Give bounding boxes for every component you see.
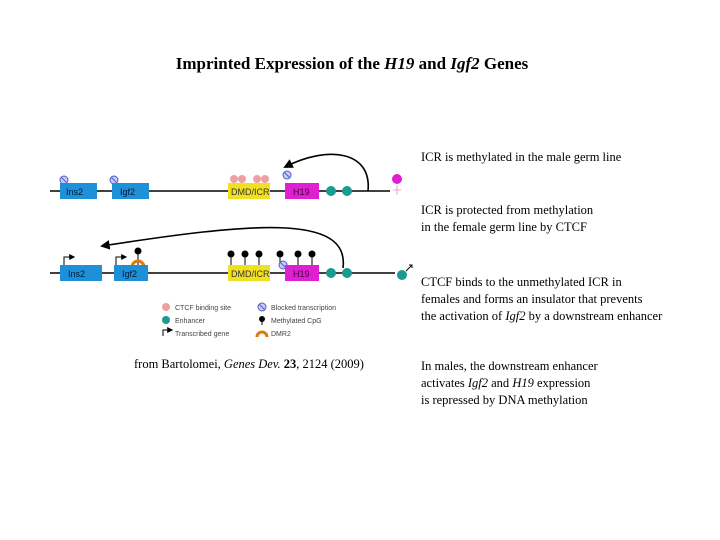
methyl-cpg-icon: [255, 250, 263, 265]
gene-label: Ins2: [66, 187, 83, 197]
transcription-arrow: [115, 254, 128, 265]
legend-dmr2-label: DMR2: [271, 331, 291, 338]
gene-label: DMD/ICR: [231, 269, 270, 279]
ctcf-site: [253, 175, 261, 183]
methyl-cpg-icon: [294, 250, 302, 265]
gene-box-ins2: [60, 265, 102, 281]
legend-ctcf-marker: [162, 303, 170, 311]
legend-blocked-marker: [257, 302, 267, 312]
methyl-cpg-icon: [241, 250, 249, 265]
gene-box-ins2: [60, 183, 97, 199]
female-allele-row: Ins2 Igf2 DMD/ICR H19: [50, 226, 413, 281]
methyl-cpg-icon: [308, 250, 316, 265]
imprinting-diagram: Ins2 Igf2 DMD/ICR H19: [50, 153, 413, 338]
ctcf-site: [230, 175, 238, 183]
gene-box-h19: [285, 265, 319, 281]
blocked-icon: [109, 175, 119, 185]
slide-title: Imprinted Expression of the H19 and Igf2…: [175, 54, 529, 73]
legend: CTCF binding site Enhancer Transcribed g…: [162, 302, 336, 338]
legend-blocked-label: Blocked transcription: [271, 305, 336, 312]
gene-box-igf2: [114, 265, 148, 281]
male-allele-row: Ins2 Igf2 DMD/ICR H19: [50, 153, 402, 199]
gene-label: Igf2: [120, 187, 135, 197]
gene-label: H19: [293, 187, 310, 197]
ctcf-site: [261, 175, 269, 183]
title-gene-h19: H19: [384, 54, 415, 73]
note-ctcf-insulator: CTCF binds to the unmethylated ICR in fe…: [421, 275, 663, 323]
enhancer-dot: [326, 186, 336, 196]
legend-enhancer-marker: [162, 316, 170, 324]
legend-methyl-marker: [259, 316, 265, 325]
legend-ctcf-label: CTCF binding site: [175, 305, 231, 312]
activation-arrow: [283, 153, 369, 192]
title-gene-igf2: Igf2: [450, 54, 480, 73]
note-male-methylation: ICR is methylated in the male germ line: [421, 150, 622, 164]
gene-box-igf2: [112, 183, 149, 199]
legend-transcribed-marker: [162, 327, 174, 336]
icr-box: [228, 265, 270, 281]
enhancer-dot: [342, 186, 352, 196]
icr-box: [228, 183, 270, 199]
transcription-arrow: [63, 254, 76, 265]
gene-label: H19: [293, 269, 310, 279]
legend-enhancer-label: Enhancer: [175, 318, 206, 325]
blocked-icon: [282, 170, 292, 180]
gene-box-h19: [285, 183, 319, 199]
gene-label: DMD/ICR: [231, 187, 270, 197]
female-teal-icon: [397, 264, 413, 280]
enhancer-dot: [326, 268, 336, 278]
citation: from Bartolomei, Genes Dev. 23, 2124 (20…: [134, 357, 364, 371]
blocked-icon: [59, 175, 69, 185]
activation-arrow: [100, 226, 344, 269]
note-female-protection: ICR is protected from methylation in the…: [421, 203, 594, 234]
legend-methyl-label: Methylated CpG: [271, 318, 322, 325]
dmr2-methyl-icon: [130, 247, 146, 268]
gene-label: Ins2: [68, 269, 85, 279]
enhancer-dot: [342, 268, 352, 278]
legend-transcribed-label: Transcribed gene: [175, 331, 229, 338]
male-pink-icon: [392, 174, 402, 195]
methyl-cpg-icon: [227, 250, 235, 265]
legend-dmr2-marker: [255, 330, 269, 338]
gene-label: Igf2: [122, 269, 137, 279]
ctcf-site: [238, 175, 246, 183]
note-male-enhancer: In males, the downstream enhancer activa…: [421, 359, 598, 407]
